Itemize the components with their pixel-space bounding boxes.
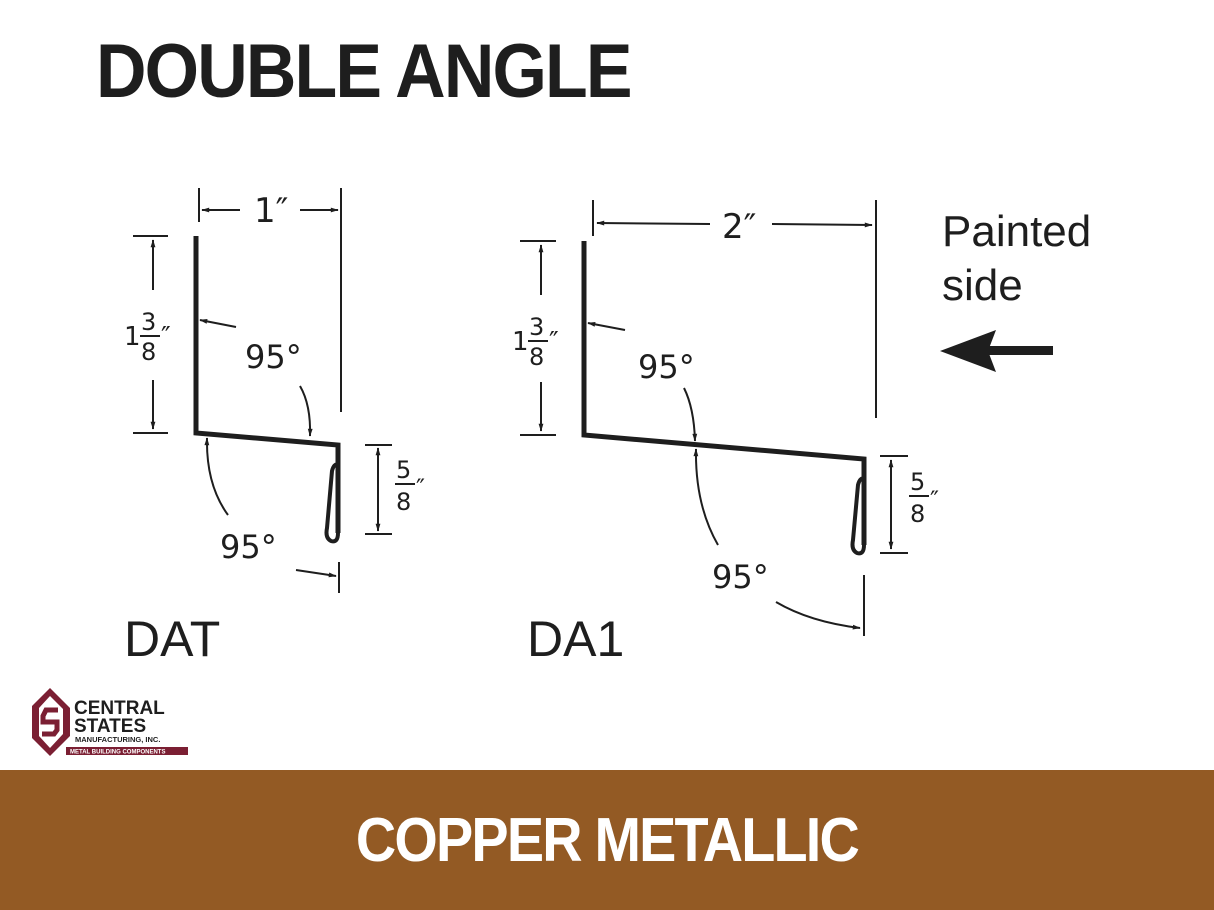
dat-angle-top: 95° <box>245 338 302 376</box>
central-states-logo: CENTRAL STATES MANUFACTURING, INC. METAL… <box>30 686 200 760</box>
da1-height-numerator: 3 <box>529 313 544 341</box>
da1-profile: 2″ 1 3 8 ″ 95° 95° 5 8 ″ <box>512 200 939 636</box>
logo-line2: STATES <box>74 716 146 737</box>
logo-line3: MANUFACTURING, INC. <box>75 735 160 744</box>
color-name: COPPER METALLIC <box>355 805 860 875</box>
dat-height-denominator: 8 <box>141 338 156 366</box>
da1-height-whole: 1 <box>512 327 529 357</box>
painted-side-label: Painted side <box>942 205 1091 313</box>
dat-hem-numerator: 5 <box>396 456 411 484</box>
svg-text:″: ″ <box>549 327 559 357</box>
part-label-dat: DAT <box>124 611 221 667</box>
svg-text:″: ″ <box>416 474 425 502</box>
page-title: DOUBLE ANGLE <box>96 29 633 114</box>
dat-hem-denominator: 8 <box>396 488 411 516</box>
da1-angle-top: 95° <box>638 348 695 386</box>
dat-height-numerator: 3 <box>141 308 156 336</box>
logo-tagline: METAL BUILDING COMPONENTS <box>70 750 165 756</box>
dat-profile: 1″ 1 3 8 ″ 95° 95° 5 8 ″ <box>124 188 425 593</box>
painted-side-line2: side <box>942 261 1023 310</box>
arrow-left-icon <box>940 330 1053 372</box>
logo-line1: CENTRAL <box>74 698 165 719</box>
svg-text:″: ″ <box>930 486 939 514</box>
painted-side-line1: Painted <box>942 207 1092 256</box>
logo-mark-icon: CENTRAL STATES MANUFACTURING, INC. METAL… <box>32 688 188 756</box>
part-label-da1: DA1 <box>527 611 625 667</box>
da1-angle-bottom: 95° <box>712 558 769 596</box>
svg-text:″: ″ <box>161 322 171 352</box>
dat-height-whole: 1 <box>124 322 141 352</box>
dat-width-dimension: 1″ <box>254 191 288 231</box>
profile-drawings: 1″ 1 3 8 ″ 95° 95° 5 8 ″ <box>124 188 1053 636</box>
color-banner: COPPER METALLIC <box>0 770 1214 910</box>
dat-angle-bottom: 95° <box>220 528 277 566</box>
da1-width-dimension: 2″ <box>722 207 756 247</box>
da1-hem-numerator: 5 <box>910 468 925 496</box>
da1-height-denominator: 8 <box>529 343 544 371</box>
da1-hem-denominator: 8 <box>910 500 925 528</box>
